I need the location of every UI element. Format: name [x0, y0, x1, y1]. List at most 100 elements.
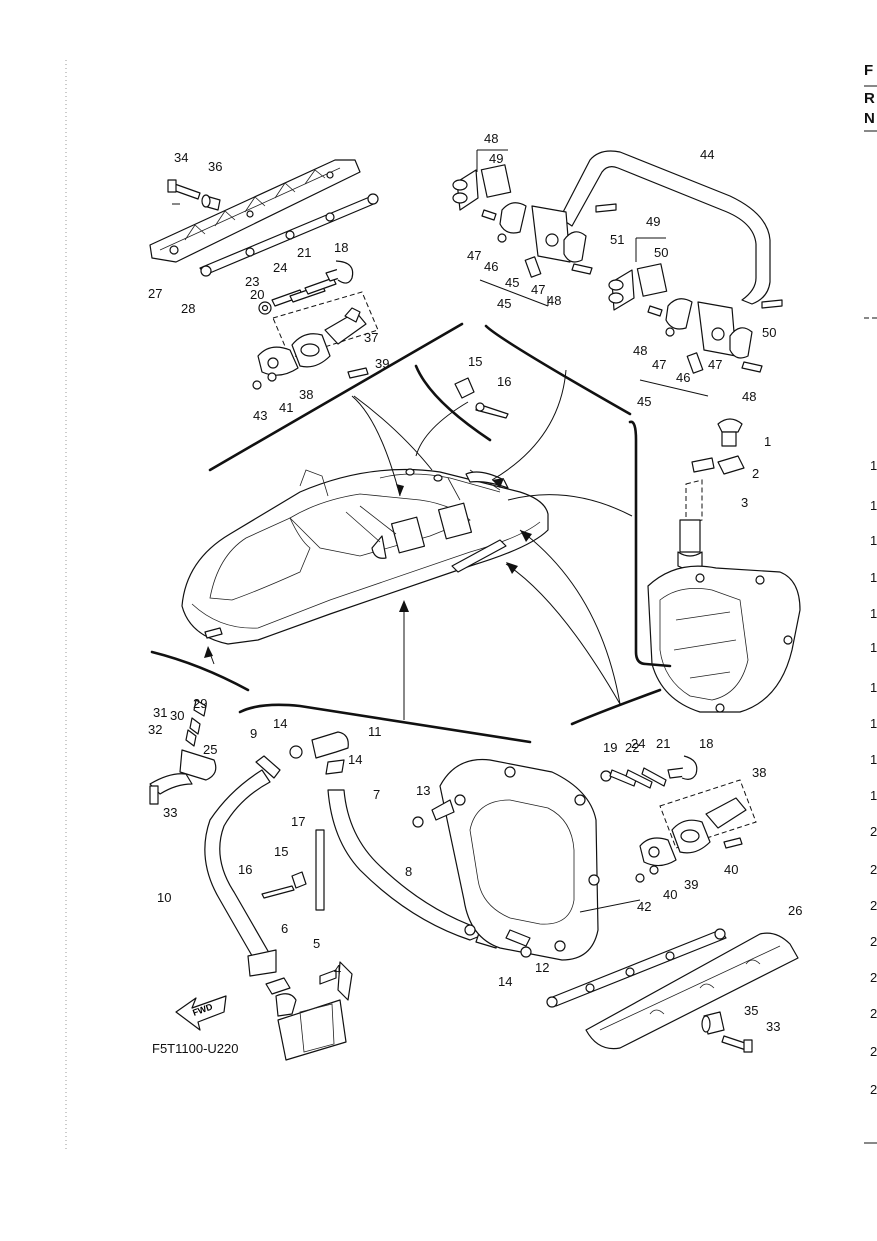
callout-45: 45 — [497, 296, 511, 311]
callout-21: 21 — [297, 245, 311, 260]
callout-28: 28 — [181, 301, 195, 316]
callout-7: 7 — [373, 787, 380, 802]
guide-lines — [150, 322, 662, 744]
callout-50: 50 — [654, 245, 668, 260]
left-hinge-links — [258, 260, 354, 315]
edge-letter-1: R — [864, 90, 875, 107]
grab-handle — [559, 150, 771, 305]
margin-number: 1 — [870, 458, 877, 473]
margin-number: 1 — [870, 716, 877, 731]
callout-20: 20 — [250, 287, 264, 302]
callout-48: 48 — [547, 293, 561, 308]
callout-2: 2 — [752, 466, 759, 481]
callout-45: 45 — [505, 275, 519, 290]
callout-22: 22 — [625, 740, 639, 755]
jet-pump-bracket — [628, 420, 672, 668]
callout-47: 47 — [531, 282, 545, 297]
callout-34: 34 — [174, 150, 188, 165]
callout-24: 24 — [631, 736, 645, 751]
callout-4: 4 — [334, 962, 341, 977]
callout-45: 45 — [637, 394, 651, 409]
callout-42: 42 — [637, 899, 651, 914]
margin-number: 1 — [870, 680, 877, 695]
callout-19: 19 — [603, 740, 617, 755]
callout-13: 13 — [416, 783, 430, 798]
callout-51: 51 — [610, 232, 624, 247]
callout-1: 1 — [764, 434, 771, 449]
margin-number: 2 — [870, 1006, 877, 1021]
callout-47: 47 — [467, 248, 481, 263]
duct-plate — [412, 758, 641, 961]
callout-40: 40 — [663, 887, 677, 902]
margin-number: 1 — [870, 788, 877, 803]
callout-37: 37 — [364, 330, 378, 345]
callout-18: 18 — [334, 240, 348, 255]
callout-11: 11 — [368, 724, 382, 739]
right-trim-strip — [546, 928, 799, 1053]
edge-letter-2: N — [864, 110, 875, 127]
callout-3: 3 — [741, 495, 748, 510]
callout-27: 27 — [148, 286, 162, 301]
callout-16: 16 — [238, 862, 252, 877]
callout-50: 50 — [762, 325, 776, 340]
callout-48: 48 — [484, 131, 498, 146]
callout-9: 9 — [250, 726, 257, 741]
callout-24: 24 — [273, 260, 287, 275]
lower-hinge-set — [608, 263, 783, 374]
margin-number: 1 — [870, 533, 877, 548]
callout-39: 39 — [375, 356, 389, 371]
margin-number: 2 — [870, 1082, 877, 1097]
callout-labels: 1234567891011121314141415151616171818192… — [0, 0, 802, 1034]
callout-26: 26 — [788, 903, 802, 918]
callout-48: 48 — [742, 389, 756, 404]
callout-48: 48 — [633, 343, 647, 358]
callout-49: 49 — [489, 151, 503, 166]
callout-17: 17 — [291, 814, 305, 829]
callout-25: 25 — [203, 742, 217, 757]
callout-10: 10 — [157, 890, 171, 905]
callout-38: 38 — [752, 765, 766, 780]
center-clip-parts — [454, 377, 509, 419]
margin-number: 2 — [870, 898, 877, 913]
callout-23: 23 — [245, 274, 259, 289]
callout-5: 5 — [313, 936, 320, 951]
callout-32: 32 — [148, 722, 162, 737]
callout-47: 47 — [652, 357, 666, 372]
callout-44: 44 — [700, 147, 714, 162]
fwd-arrow: FWD — [175, 995, 227, 1031]
margin-number: 2 — [870, 1044, 877, 1059]
margin-number: 1 — [870, 752, 877, 767]
edge-letter-0: F — [864, 62, 873, 79]
callout-43: 43 — [253, 408, 267, 423]
callout-35: 35 — [744, 1003, 758, 1018]
callout-40: 40 — [724, 862, 738, 877]
callout-39: 39 — [684, 877, 698, 892]
margin-number: 2 — [870, 862, 877, 877]
callout-46: 46 — [676, 370, 690, 385]
callout-14: 14 — [498, 974, 512, 989]
callout-21: 21 — [656, 736, 670, 751]
callout-31: 31 — [153, 705, 167, 720]
callout-47: 47 — [708, 357, 722, 372]
callout-46: 46 — [484, 259, 498, 274]
margin-number: 1 — [870, 606, 877, 621]
callout-41: 41 — [279, 400, 293, 415]
margin-number: 1 — [870, 640, 877, 655]
margin-number: 2 — [870, 824, 877, 839]
callout-14: 14 — [348, 752, 362, 767]
callout-38: 38 — [299, 387, 313, 402]
callout-33: 33 — [766, 1019, 780, 1034]
callout-16: 16 — [497, 374, 511, 389]
callout-52: 52 — [0, 0, 14, 3]
watercraft-body — [181, 468, 549, 645]
left-seat-lock — [252, 291, 379, 390]
label-brackets — [172, 149, 709, 397]
fuel-hose-assembly — [149, 699, 501, 1061]
callout-49: 49 — [646, 214, 660, 229]
callout-30: 30 — [170, 708, 184, 723]
margin-number: 1 — [870, 570, 877, 585]
left-trim-strip — [149, 159, 379, 277]
callout-12: 12 — [535, 960, 549, 975]
